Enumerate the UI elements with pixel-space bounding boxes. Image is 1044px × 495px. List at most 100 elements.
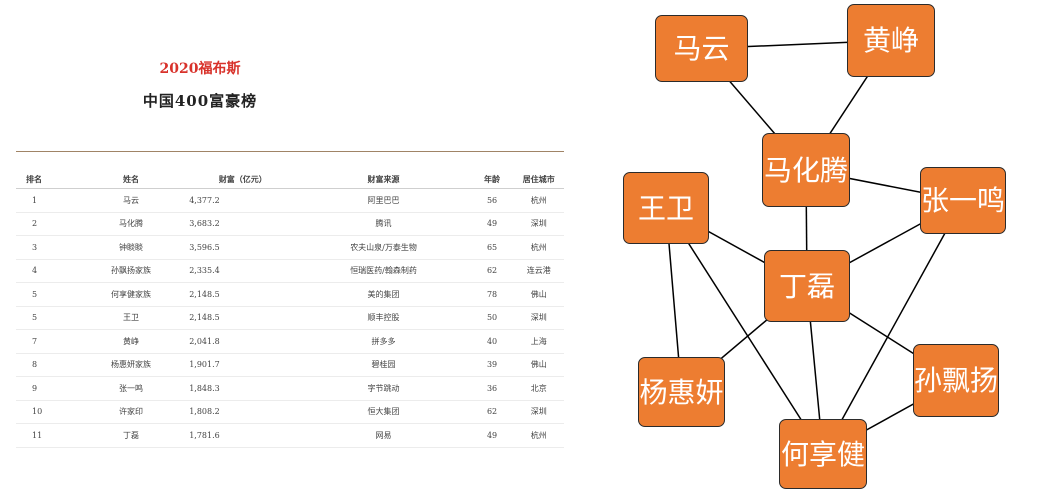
wealth-cell: 3,683.2 bbox=[185, 212, 297, 236]
node-zhangyiming: 张一鸣 bbox=[920, 167, 1006, 234]
table-header-row: 排名 姓名 财富（亿元） 财富来源 年龄 居住城市 bbox=[16, 170, 564, 189]
city-cell: 深圳 bbox=[513, 212, 564, 236]
name-cell: 张一鸣 bbox=[76, 376, 186, 401]
column-header-wealth: 财富（亿元） bbox=[185, 170, 297, 189]
edge-zhangyiming-hexiangjian bbox=[822, 200, 964, 455]
age-cell: 49 bbox=[470, 212, 514, 236]
age-cell: 49 bbox=[470, 423, 514, 448]
relationship-graph: 马云 黄峥 马化腾 王卫 张一鸣 丁磊 杨惠妍 孙飘扬 何享健 bbox=[580, 0, 1044, 495]
wealth-cell: 2,148.5 bbox=[185, 282, 297, 307]
age-cell: 56 bbox=[470, 188, 514, 213]
column-header-age: 年龄 bbox=[470, 170, 514, 189]
source-cell: 恒大集团 bbox=[296, 400, 471, 424]
wealth-cell: 2,335.4 bbox=[185, 259, 297, 283]
source-cell: 网易 bbox=[296, 423, 471, 448]
city-cell: 佛山 bbox=[513, 282, 564, 307]
node-label: 王卫 bbox=[637, 191, 694, 225]
source-cell: 字节跳动 bbox=[296, 376, 471, 401]
forbes-list-panel: 2020福布斯 中国400富豪榜 排名 姓名 财富（亿元） 财富来源 年龄 居住… bbox=[16, 61, 564, 448]
city-cell: 杭州 bbox=[513, 188, 564, 213]
node-label: 张一鸣 bbox=[921, 184, 1006, 217]
source-cell: 恒瑞医药/翰森制药 bbox=[296, 259, 471, 283]
node-dinglei: 丁磊 bbox=[764, 250, 850, 322]
source-cell: 美的集团 bbox=[296, 282, 471, 307]
age-cell: 50 bbox=[470, 306, 514, 330]
name-cell: 王卫 bbox=[76, 306, 186, 330]
source-cell: 腾讯 bbox=[296, 212, 471, 236]
age-cell: 62 bbox=[470, 259, 514, 283]
rank-cell: 5 bbox=[16, 306, 77, 330]
name-cell: 杨惠妍家族 bbox=[76, 353, 186, 377]
rank-cell: 1 bbox=[16, 188, 77, 213]
node-huangzheng: 黄峥 bbox=[847, 4, 935, 77]
column-header-name: 姓名 bbox=[76, 170, 186, 189]
city-cell: 北京 bbox=[513, 376, 564, 401]
node-label: 杨惠妍 bbox=[639, 375, 724, 409]
age-cell: 39 bbox=[470, 353, 514, 377]
column-header-source: 财富来源 bbox=[296, 170, 471, 189]
age-cell: 62 bbox=[470, 400, 514, 424]
city-cell: 连云港 bbox=[513, 259, 564, 283]
node-mayun: 马云 bbox=[655, 15, 748, 82]
node-hexiangjian: 何享健 bbox=[779, 419, 867, 489]
list-title: 中国400富豪榜 bbox=[142, 92, 258, 110]
age-cell: 78 bbox=[470, 282, 514, 307]
column-header-rank: 排名 bbox=[16, 170, 77, 189]
node-label: 何享健 bbox=[780, 437, 865, 471]
age-cell: 40 bbox=[470, 329, 514, 354]
name-cell: 黄峥 bbox=[76, 329, 186, 354]
rank-cell: 4 bbox=[16, 259, 77, 283]
rank-cell: 7 bbox=[16, 329, 77, 354]
rank-cell: 3 bbox=[16, 235, 77, 260]
city-cell: 深圳 bbox=[513, 306, 564, 330]
node-mahuateng: 马化腾 bbox=[762, 133, 850, 207]
rank-cell: 5 bbox=[16, 282, 77, 307]
node-label: 马云 bbox=[673, 32, 730, 65]
name-cell: 何享健家族 bbox=[76, 282, 186, 307]
node-label: 黄峥 bbox=[862, 24, 919, 57]
node-label: 孙飘扬 bbox=[914, 364, 999, 397]
wealth-cell: 2,148.5 bbox=[185, 306, 297, 330]
rank-cell: 10 bbox=[16, 400, 77, 424]
city-cell: 杭州 bbox=[513, 423, 564, 448]
city-cell: 深圳 bbox=[513, 400, 564, 424]
source-cell: 阿里巴巴 bbox=[296, 188, 471, 213]
name-cell: 孙飘扬家族 bbox=[76, 259, 186, 283]
title-divider bbox=[16, 151, 564, 152]
source-cell: 拼多多 bbox=[296, 329, 471, 354]
node-label: 马化腾 bbox=[763, 153, 848, 187]
name-cell: 马化腾 bbox=[76, 212, 186, 236]
city-cell: 佛山 bbox=[513, 353, 564, 377]
wealth-cell: 1,781.6 bbox=[185, 423, 297, 448]
node-sunpiaoyang: 孙飘扬 bbox=[913, 344, 999, 417]
wealth-cell: 3,596.5 bbox=[185, 235, 297, 260]
city-cell: 上海 bbox=[513, 329, 564, 354]
node-label: 丁磊 bbox=[778, 269, 835, 303]
rank-cell: 8 bbox=[16, 353, 77, 377]
wealth-cell: 4,377.2 bbox=[185, 188, 297, 213]
name-cell: 丁磊 bbox=[76, 423, 186, 448]
wealth-cell: 2,041.8 bbox=[185, 329, 297, 354]
wealth-cell: 1,901.7 bbox=[185, 353, 297, 377]
wealth-cell: 1,808.2 bbox=[185, 400, 297, 424]
city-cell: 杭州 bbox=[513, 235, 564, 260]
edge-wangwei-hexiangjian bbox=[665, 207, 824, 455]
source-cell: 农夫山泉/万泰生物 bbox=[296, 235, 471, 260]
age-cell: 36 bbox=[470, 376, 514, 401]
name-cell: 马云 bbox=[76, 188, 186, 213]
list-year-title: 2020福布斯 bbox=[159, 61, 241, 77]
column-header-city: 居住城市 bbox=[513, 170, 564, 189]
rank-cell: 2 bbox=[16, 212, 77, 236]
node-yanghuiyan: 杨惠妍 bbox=[638, 357, 725, 427]
rank-cell: 11 bbox=[16, 423, 77, 448]
